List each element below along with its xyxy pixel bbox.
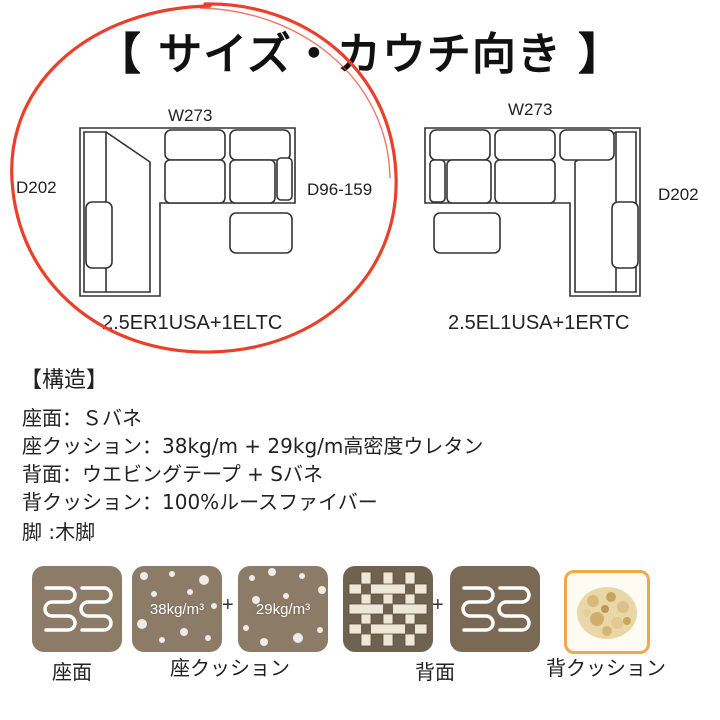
foam-38-label: 38kg/m³ <box>149 600 205 618</box>
right-model-label: 2.5EL1USA+1ERTC <box>448 312 630 334</box>
foam-29-tile: 29kg/m³ <box>238 566 328 652</box>
foam-dots-icon <box>243 568 326 646</box>
left-sofa-plan <box>79 127 296 297</box>
foam-dots-icon <box>137 571 217 643</box>
webbing-icon <box>348 571 428 647</box>
right-width-label: W273 <box>508 100 553 119</box>
caption-seat-cushion: 座クッション <box>170 656 290 680</box>
webbing-tile <box>343 566 433 652</box>
highlight-circle <box>10 2 398 354</box>
caption-seat: 座面 <box>52 660 92 684</box>
spec-line-seat-cushion: 座クッション：38kg/m + 29kg/m高密度ウレタン <box>22 434 484 458</box>
left-depth-label: D202 <box>16 178 57 197</box>
spec-line-legs: 脚 :木脚 <box>22 520 96 544</box>
foam-38-tile: 38kg/m³ <box>132 566 222 652</box>
caption-back-cushion: 背クッション <box>546 656 666 680</box>
caption-back: 背面 <box>415 660 455 684</box>
right-sofa-plan <box>424 127 641 297</box>
left-model-label: 2.5ER1USA+1ELTC <box>102 312 283 334</box>
s-spring-icon <box>43 586 113 632</box>
spec-line-back: 背面：ウエビングテープ + Sバネ <box>22 462 323 486</box>
spec-heading: 【構造】 <box>20 368 109 393</box>
fiber-icon <box>577 587 637 639</box>
s-spring-icon <box>461 586 531 632</box>
left-chaise-depth-label: D96-159 <box>307 180 373 199</box>
spec-line-back-cushion: 背クッション：100%ルースファイバー <box>22 490 378 514</box>
fiber-tile <box>564 570 650 654</box>
left-width-label: W273 <box>168 106 213 125</box>
spec-line-seat: 座面：Ｓバネ <box>22 406 142 430</box>
plus-sign-back: + <box>432 594 444 616</box>
plus-sign-cushion: + <box>222 594 234 616</box>
seat-spring-tile <box>32 566 122 652</box>
foam-29-label: 29kg/m³ <box>255 600 311 618</box>
right-depth-label: D202 <box>658 185 699 204</box>
back-spring-tile <box>450 566 540 652</box>
